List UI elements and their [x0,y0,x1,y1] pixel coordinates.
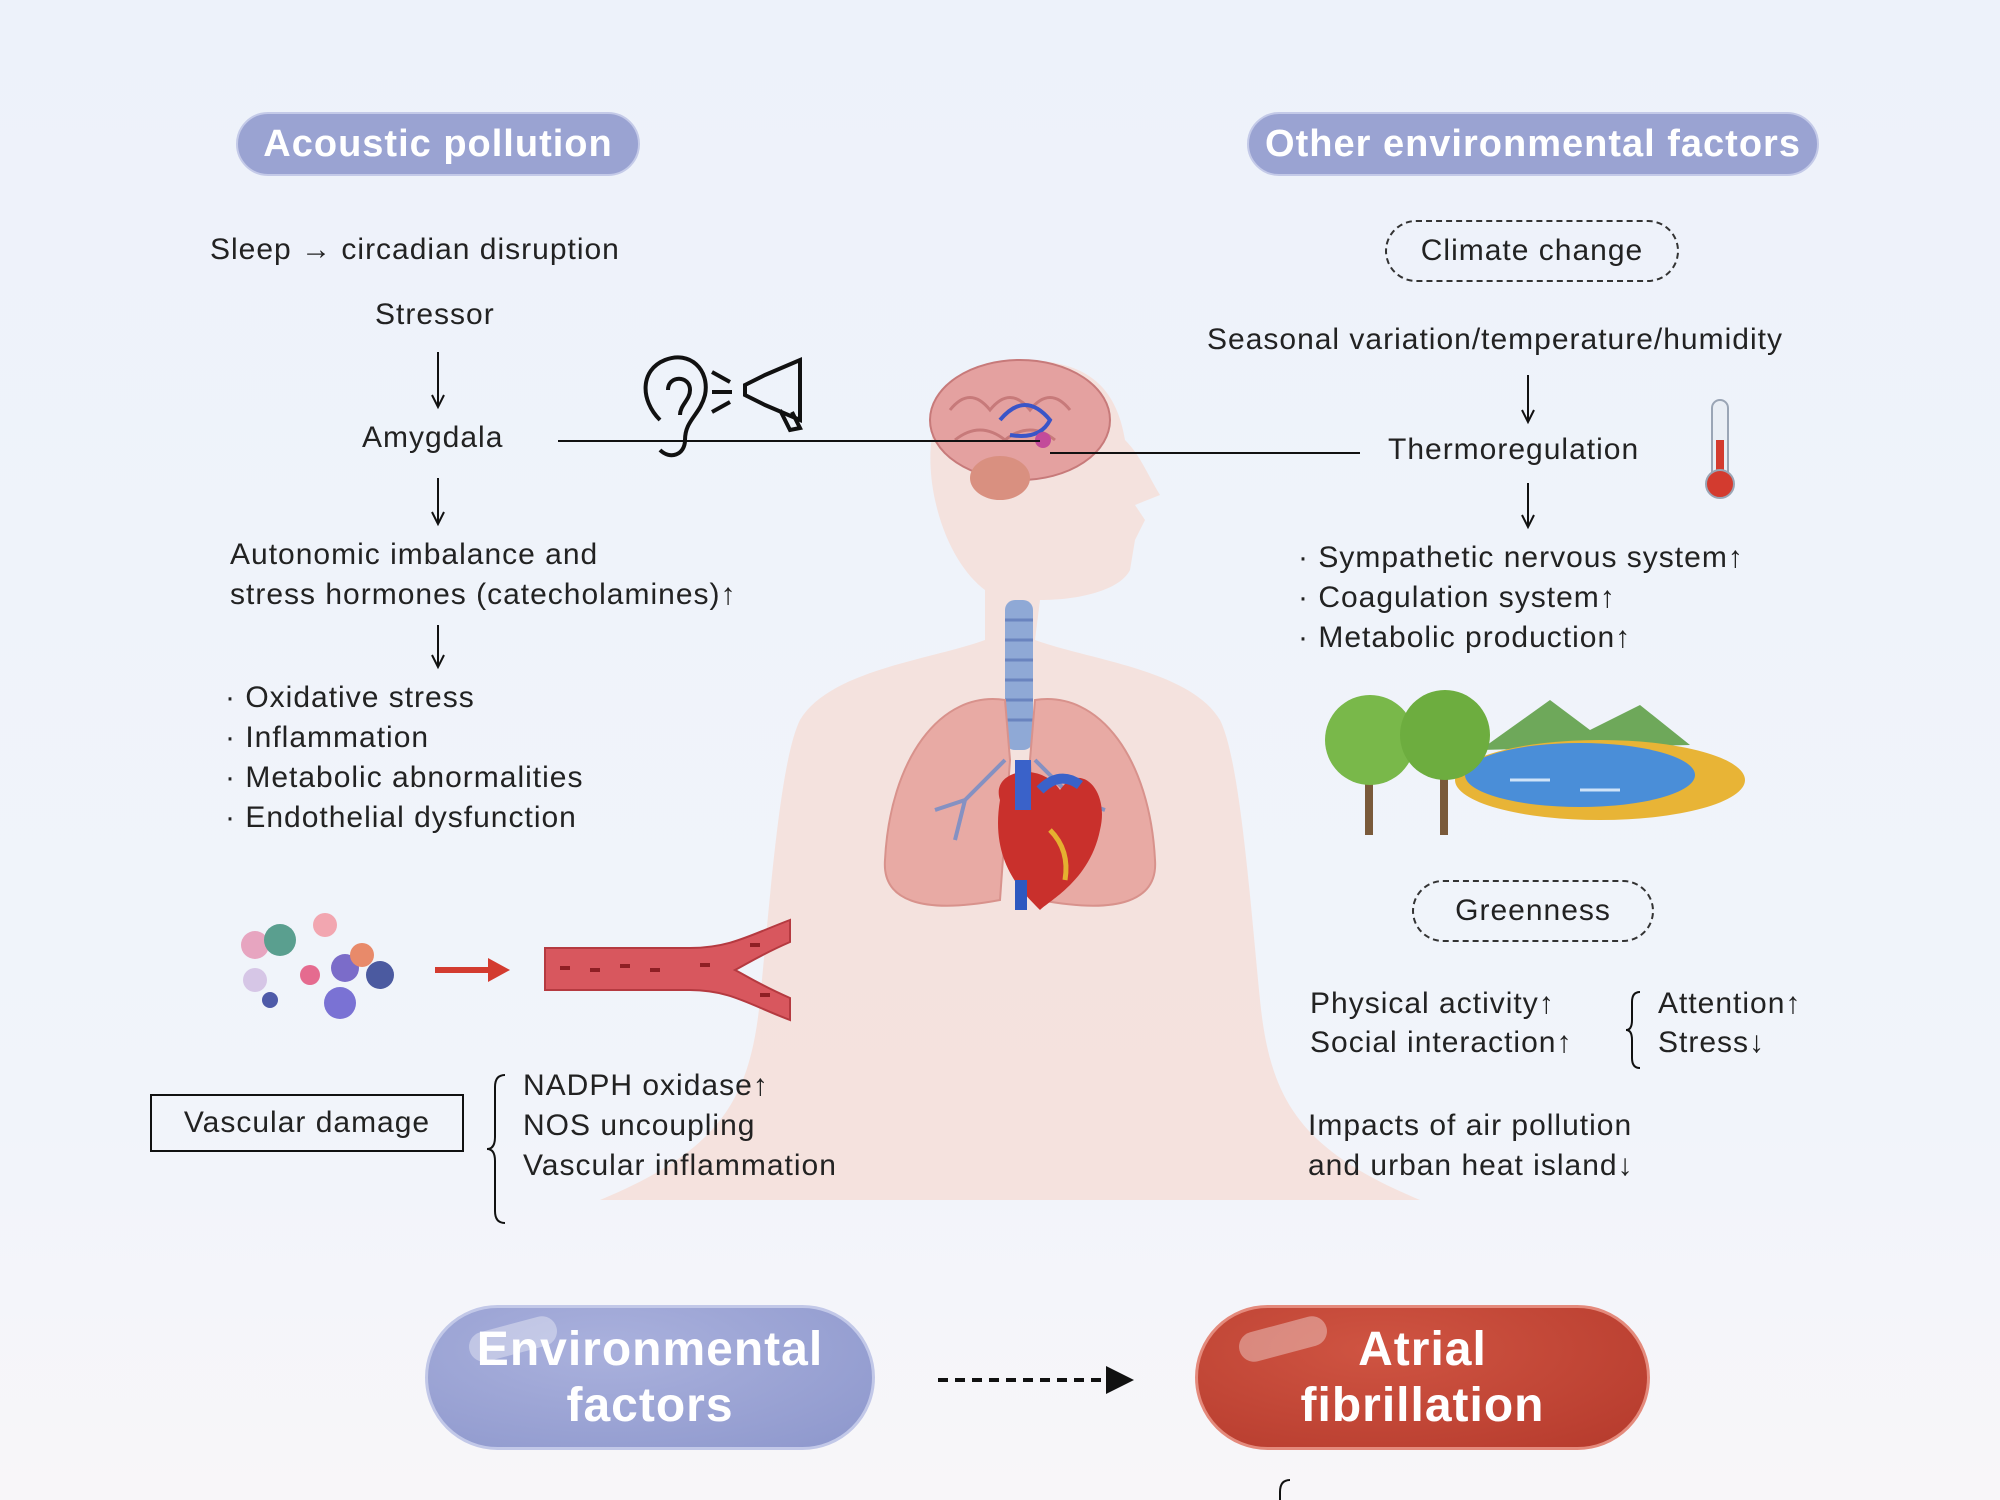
environmental-factors-line2: factors [566,1379,734,1432]
acoustic-pollution-pill: Acoustic pollution [236,112,640,176]
effect-endothelial-dysfunction: · Endothelial dysfunction [225,801,577,834]
vascular-brace [486,1074,506,1224]
bottom-brace [1279,1479,1291,1500]
atrial-fibrillation-line1: Atrial [1358,1323,1487,1376]
sleep-text: Sleep → circadian disruption [210,233,620,266]
trachea-illustration [1005,600,1033,750]
red-arrow-icon [435,958,510,982]
mechanism-nadph-oxidase: NADPH oxidase↑ [523,1069,769,1102]
stressor-text: Stressor [375,298,495,331]
megaphone-icon [711,356,803,433]
autonomic-text-line2: stress hormones (catecholamines)↑ [230,578,737,611]
landscape-illustration [1325,690,1745,835]
greenness-brace [1625,991,1641,1069]
effect-coagulation: · Coagulation system↑ [1298,581,1616,614]
effect-sympathetic: · Sympathetic nervous system↑ [1298,541,1744,574]
environmental-factors-pill: Environmental factors [425,1305,875,1450]
thermoregulation-text: Thermoregulation [1388,433,1640,466]
effect-metabolic-production: · Metabolic production↑ [1298,621,1632,654]
amygdala-text: Amygdala [362,421,504,454]
impacts-text-line1: Impacts of air pollution [1308,1109,1633,1142]
heart-illustration [998,760,1102,910]
effect-metabolic-abnormalities: · Metabolic abnormalities [225,761,584,794]
impacts-text-line2: and urban heat island↓ [1308,1149,1634,1182]
atrial-fibrillation-pill: Atrial fibrillation [1195,1305,1650,1450]
stress-text: Stress↓ [1658,1026,1766,1059]
seasonal-text: Seasonal variation/temperature/humidity [1207,323,1783,356]
dashed-arrow-icon [938,1366,1134,1394]
immune-cells-illustration [241,913,394,1019]
environmental-factors-line1: Environmental [476,1323,824,1376]
social-interaction-text: Social interaction↑ [1310,1026,1573,1059]
blood-vessel-illustration [544,918,791,1022]
climate-change-label: Climate change [1385,220,1679,282]
greenness-label: Greenness [1412,880,1654,942]
effect-inflammation: · Inflammation [225,721,430,754]
ear-icon [643,355,708,458]
atrial-fibrillation-line2: fibrillation [1300,1379,1545,1432]
attention-text: Attention↑ [1658,987,1802,1020]
thermometer-icon [1705,399,1735,499]
other-factors-pill: Other environmental factors [1247,112,1819,176]
mechanism-nos-uncoupling: NOS uncoupling [523,1109,756,1142]
brain-illustration [929,359,1111,500]
effect-oxidative-stress: · Oxidative stress [225,681,475,714]
down-arrows [431,352,1535,670]
vascular-damage-box: Vascular damage [150,1094,464,1152]
mechanism-vascular-inflammation: Vascular inflammation [523,1149,837,1182]
physical-activity-text: Physical activity↑ [1310,987,1555,1020]
autonomic-text-line1: Autonomic imbalance and [230,538,599,571]
